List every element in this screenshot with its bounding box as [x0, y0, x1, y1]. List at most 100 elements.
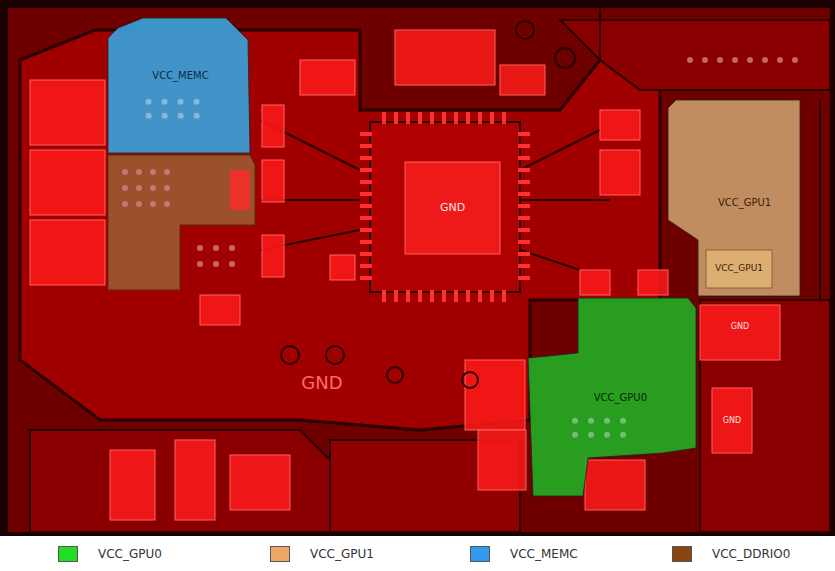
- legend-item: VCC_GPU0: [58, 545, 122, 563]
- pcb-artwork: [20, 360, 100, 420]
- region-outline: [108, 18, 253, 153]
- pcb-artwork: [502, 290, 506, 302]
- pcb-artwork: [516, 21, 534, 39]
- pcb-artwork: [518, 132, 530, 136]
- pcb-artwork: [418, 112, 422, 124]
- legend-text: VCC_DDRIO0: [712, 545, 790, 563]
- pcb-artwork: [360, 240, 372, 244]
- pcb-artwork: [712, 388, 752, 453]
- pcb-artwork: [382, 290, 386, 302]
- via: [620, 418, 626, 424]
- pcb-artwork: [122, 185, 128, 191]
- pcb-artwork: [702, 57, 708, 63]
- pcb-artwork: [747, 57, 753, 63]
- pcb-artwork: [8, 8, 830, 532]
- pcb-artwork: [229, 245, 235, 251]
- pcb-artwork: [394, 290, 398, 302]
- via: [572, 418, 578, 424]
- via: [194, 113, 200, 119]
- via: [178, 99, 184, 105]
- pcb-artwork: [599, 10, 601, 60]
- pcb-artwork: [230, 170, 250, 210]
- via: [588, 432, 594, 438]
- legend-swatch: [58, 546, 78, 562]
- legend-swatch: [270, 546, 290, 562]
- pcb-artwork: [700, 305, 780, 360]
- net-name: VCC_GPU1: [715, 264, 763, 274]
- net-name: GND: [440, 202, 465, 214]
- pcb-artwork: [30, 80, 105, 145]
- pcb-artwork: [360, 156, 372, 160]
- pcb-artwork: [360, 204, 372, 208]
- pcb-artwork: [518, 204, 530, 208]
- pcb-artwork: [136, 201, 142, 207]
- pcb-artwork: [370, 122, 520, 292]
- legend-text: VCC_MEMC: [510, 545, 578, 563]
- pcb-artwork: [164, 169, 170, 175]
- pcb-artwork: [478, 430, 526, 490]
- pcb-artwork: [394, 112, 398, 124]
- legend: VCC_GPU0VCC_GPU1VCC_MEMCVCC_DDRIO0: [0, 536, 835, 571]
- pcb-artwork: [478, 290, 482, 302]
- pcb-artwork: [197, 245, 203, 251]
- pcb-artwork: [360, 132, 372, 136]
- pcb-artwork: [262, 235, 284, 277]
- copper-pour: [668, 100, 800, 296]
- pcb-artwork: [360, 192, 372, 196]
- pcb-artwork: [300, 60, 355, 95]
- net-region: VCC_GPU0: [528, 298, 696, 496]
- pcb-artwork: [518, 252, 530, 256]
- pcb-artwork: [518, 180, 530, 184]
- pcb-artwork: [465, 360, 525, 430]
- pcb-artwork: [600, 150, 640, 195]
- pcb-artwork: [200, 295, 240, 325]
- via: [588, 418, 594, 424]
- pcb-artwork: [150, 201, 156, 207]
- pcb-artwork: [490, 112, 494, 124]
- pad-box: [706, 250, 772, 288]
- pcb-artwork: [518, 228, 530, 232]
- pcb-artwork: [382, 112, 386, 124]
- pcb-artwork: [405, 162, 500, 254]
- pcb-artwork: [502, 112, 506, 124]
- pcb-artwork: [164, 201, 170, 207]
- pcb-artwork: [518, 192, 530, 196]
- pcb-artwork: [164, 185, 170, 191]
- pcb-artwork: [110, 450, 155, 520]
- via: [572, 432, 578, 438]
- via: [604, 432, 610, 438]
- pcb-artwork: [638, 270, 668, 295]
- via: [146, 113, 152, 119]
- pcb-artwork: [213, 261, 219, 267]
- pcb-artwork: [518, 144, 530, 148]
- copper-pour: [108, 18, 250, 153]
- pcb-artwork: [762, 57, 768, 63]
- copper-pour: [528, 298, 696, 496]
- pcb-artwork: [262, 160, 284, 202]
- pcb-artwork: [360, 112, 530, 302]
- pcb-artwork: [580, 270, 610, 295]
- pcb-artwork: [360, 168, 372, 172]
- pcb-artwork: [150, 169, 156, 175]
- pcb-artwork: [387, 367, 403, 383]
- pcb-artwork: [518, 240, 530, 244]
- pcb-artwork: [136, 169, 142, 175]
- pcb-artwork: [555, 48, 575, 68]
- pcb-artwork: [360, 180, 372, 184]
- pcb-artwork: [229, 261, 235, 267]
- pcb-artwork: [520, 199, 610, 201]
- pcb-artwork: [700, 300, 830, 532]
- legend-text: VCC_GPU0: [98, 545, 162, 563]
- pcb-artwork: [360, 264, 372, 268]
- pcb-artwork: [490, 290, 494, 302]
- via: [604, 418, 610, 424]
- via: [620, 432, 626, 438]
- pcb-artwork: [418, 290, 422, 302]
- pcb-artwork: [518, 168, 530, 172]
- net-label: GND: [301, 372, 342, 393]
- pcb-artwork: [717, 57, 723, 63]
- via: [194, 99, 200, 105]
- pcb-artwork: [330, 255, 355, 280]
- pcb-artwork: [19, 60, 21, 360]
- pcb-artwork: [600, 110, 640, 140]
